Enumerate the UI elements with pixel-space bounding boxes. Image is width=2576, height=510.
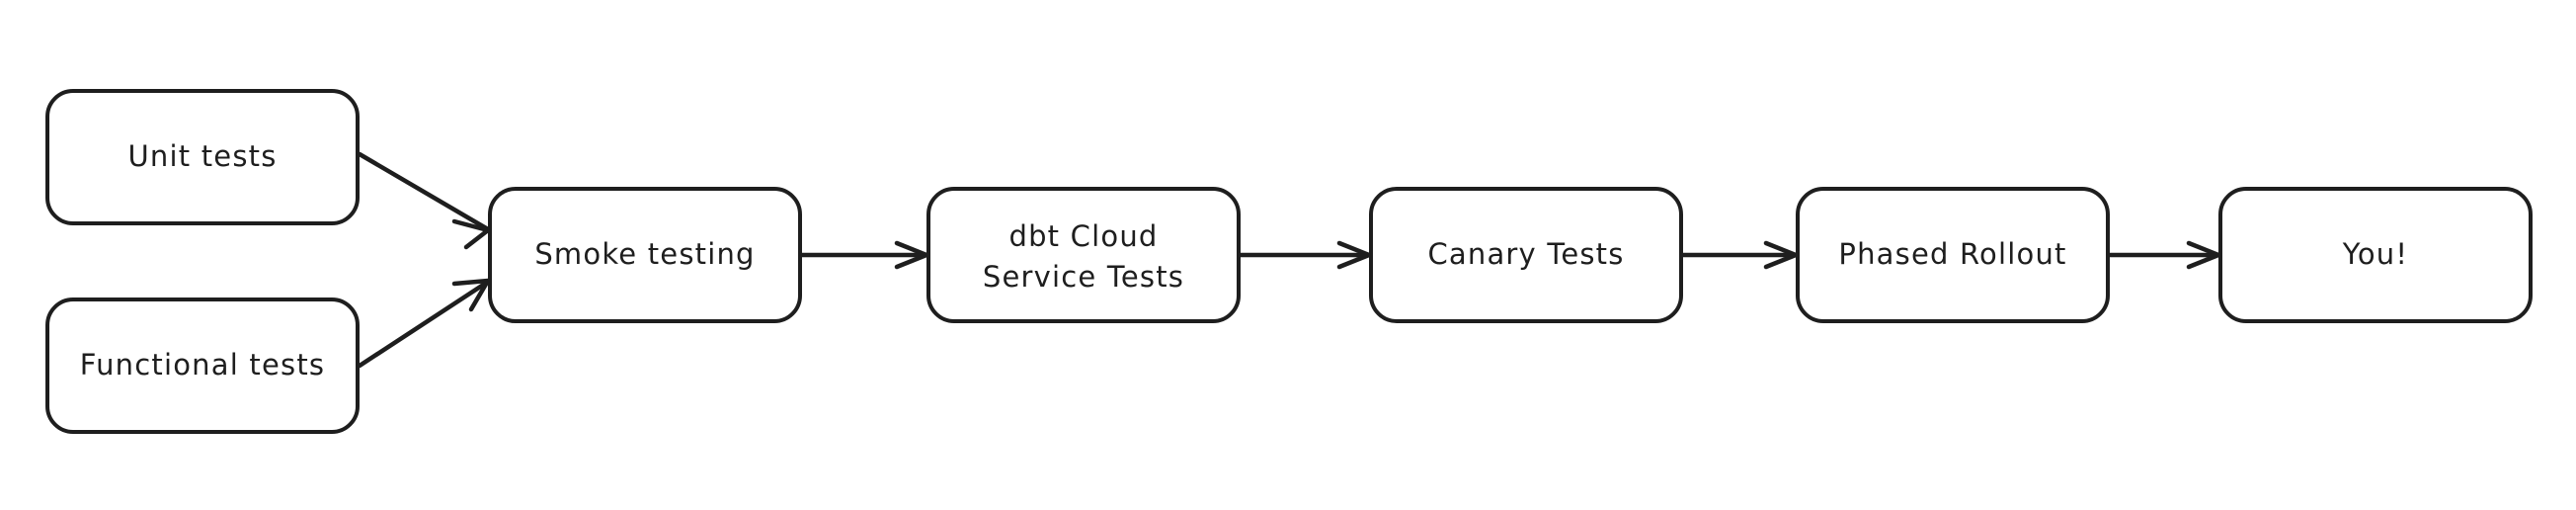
node-label-dbt-cloud-line2: Service Tests — [983, 260, 1184, 294]
edge-functional-tests-to-smoke-testing — [357, 278, 491, 369]
node-shape[interactable] — [1369, 187, 1683, 323]
edge-dbt-cloud-to-canary-tests — [1238, 240, 1372, 270]
node-functional-tests[interactable]: Functional tests — [45, 298, 360, 434]
node-label-canary-tests: Canary Tests — [1427, 237, 1624, 271]
node-label-dbt-cloud-line1: dbt Cloud — [1008, 219, 1158, 253]
node-shape[interactable] — [2218, 187, 2533, 323]
edge-canary-tests-to-phased-rollout — [1680, 240, 1799, 270]
edge-smoke-testing-to-dbt-cloud — [799, 240, 929, 270]
node-smoke-testing[interactable]: Smoke testing — [488, 187, 802, 323]
node-label-unit-tests: Unit tests — [127, 139, 277, 173]
edge-phased-rollout-to-you — [2107, 240, 2221, 270]
edge-line — [357, 151, 491, 232]
node-label-smoke-testing: Smoke testing — [534, 237, 755, 271]
node-shape[interactable] — [488, 187, 802, 323]
edge-line — [357, 279, 491, 369]
node-label-functional-tests: Functional tests — [80, 348, 325, 382]
node-dbt-cloud-service-tests[interactable]: dbt Cloud Service Tests — [926, 187, 1241, 323]
node-label-phased-rollout: Phased Rollout — [1838, 237, 2066, 271]
node-shape[interactable] — [45, 89, 360, 225]
edge-unit-tests-to-smoke-testing — [357, 151, 491, 250]
node-shape[interactable] — [45, 298, 360, 434]
node-canary-tests[interactable]: Canary Tests — [1369, 187, 1683, 323]
node-you[interactable]: You! — [2218, 187, 2533, 323]
node-label-you: You! — [2342, 237, 2408, 271]
node-shape[interactable] — [1796, 187, 2110, 323]
node-unit-tests[interactable]: Unit tests — [45, 89, 360, 225]
node-phased-rollout[interactable]: Phased Rollout — [1796, 187, 2110, 323]
node-shape[interactable] — [926, 187, 1241, 323]
